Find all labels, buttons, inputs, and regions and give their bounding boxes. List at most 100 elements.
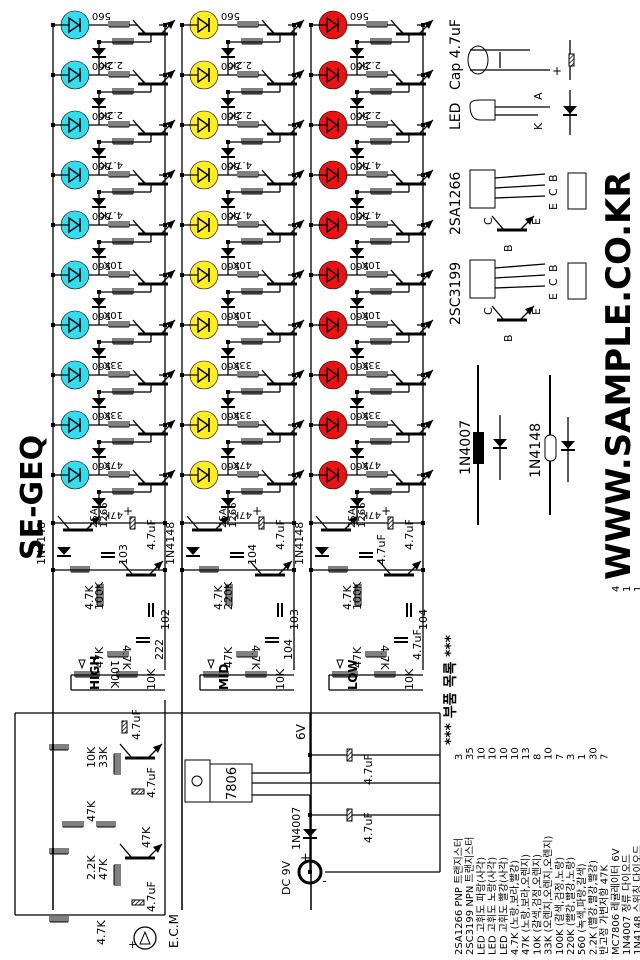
part-quantity: 10 bbox=[544, 747, 555, 760]
capacitor bbox=[230, 552, 244, 558]
ladder-resistor-label: 33K bbox=[232, 409, 252, 420]
transistor-collector bbox=[132, 69, 146, 85]
transistor-collector bbox=[390, 219, 404, 235]
ladder-resistor-label: 2.2K bbox=[100, 59, 123, 70]
cap-label: 4.7uF bbox=[130, 709, 143, 740]
part-quantity: 10 bbox=[476, 747, 487, 760]
plus-sign: + bbox=[381, 504, 391, 518]
led-icon bbox=[318, 210, 348, 240]
part-name: LED 고휘도 빨강(사각) bbox=[498, 857, 510, 955]
transistor-icon bbox=[261, 269, 305, 286]
transistor-icon bbox=[120, 560, 164, 577]
pin-label: C bbox=[547, 188, 560, 196]
ladder-resistor-label: 10K bbox=[103, 309, 123, 320]
transistor-icon bbox=[261, 419, 305, 436]
emitter-arrow bbox=[295, 220, 304, 229]
resistor bbox=[237, 121, 259, 128]
led-ref-body bbox=[469, 99, 496, 121]
resistor bbox=[112, 88, 134, 95]
resistor bbox=[49, 744, 69, 751]
resistor bbox=[112, 138, 134, 145]
cap-plate bbox=[258, 516, 265, 530]
resistor bbox=[70, 566, 90, 573]
led-icon bbox=[189, 10, 219, 40]
diode-triangle bbox=[92, 448, 106, 456]
pnp-label: 1266 bbox=[357, 503, 368, 528]
ladder-resistor-label: 10K bbox=[361, 309, 381, 320]
cap-plate bbox=[131, 899, 145, 906]
transistor-collector bbox=[390, 169, 404, 185]
pot-label: 47K bbox=[222, 646, 235, 668]
led-resistor-label: 560 bbox=[350, 160, 369, 171]
resistor bbox=[241, 38, 263, 45]
emitter-arrow bbox=[166, 120, 175, 129]
led-icon bbox=[60, 60, 90, 90]
emitter-arrow bbox=[295, 320, 304, 329]
transistor-icon bbox=[132, 469, 176, 486]
diode-icon bbox=[92, 98, 106, 108]
resistor bbox=[107, 651, 129, 658]
cap-label: 4.7uF bbox=[375, 534, 388, 565]
led-resistor-label: 560 bbox=[221, 460, 240, 471]
microphone-glyph bbox=[139, 930, 151, 945]
transistor-ref-body bbox=[469, 169, 496, 209]
transistor-collector bbox=[390, 269, 404, 285]
ladder-resistor-label: 2.2K bbox=[229, 59, 252, 70]
led-resistor-label: 560 bbox=[350, 360, 369, 371]
emitter-arrow bbox=[412, 561, 421, 570]
diode-icon bbox=[303, 829, 317, 839]
diode-icon bbox=[561, 441, 575, 451]
transistor-collector bbox=[261, 69, 275, 85]
led-icon bbox=[189, 60, 219, 90]
resistor bbox=[370, 188, 392, 195]
part-name: 10K (갈색,검정,오렌지) bbox=[530, 854, 543, 955]
diode-label: 1N4148 bbox=[164, 522, 177, 565]
diode-triangle bbox=[350, 298, 364, 306]
capacitor bbox=[136, 637, 150, 643]
resistor bbox=[370, 38, 392, 45]
diode-triangle bbox=[221, 198, 235, 206]
part-quantity: 10 bbox=[499, 747, 510, 760]
pin-label: C bbox=[482, 217, 495, 225]
minus-sign: - bbox=[322, 874, 327, 889]
diode-icon bbox=[221, 448, 235, 458]
transistor-icon bbox=[390, 219, 434, 236]
diode-label: 1N4148 bbox=[293, 522, 306, 565]
regulator-hole bbox=[191, 775, 203, 787]
diode-icon bbox=[350, 448, 364, 458]
diode-1n4148-ref: 1N4148 bbox=[528, 375, 575, 515]
resistor bbox=[112, 288, 134, 295]
diode-triangle bbox=[221, 98, 235, 106]
led-icon bbox=[318, 360, 348, 390]
part-quantity: 3 bbox=[566, 754, 577, 760]
emitter-arrow bbox=[220, 516, 229, 525]
regulator-label: 7806 bbox=[225, 767, 240, 800]
pot-label: 47K bbox=[351, 646, 364, 668]
cap-ref-body bbox=[467, 45, 489, 75]
parts-list-header: *** 부품 목록 *** bbox=[443, 634, 459, 745]
pnp-label: 1266 bbox=[99, 503, 110, 528]
resistor-label: 10K bbox=[274, 668, 287, 690]
parts-list-item: LED 고휘도 빨강(사각) 10 bbox=[498, 747, 510, 955]
part-name: 560 (녹색,파랑,갈색) bbox=[575, 863, 588, 955]
transistor-pin bbox=[494, 173, 546, 179]
emitter-arrow bbox=[283, 561, 292, 570]
led-resistor-label: 560 bbox=[92, 360, 111, 371]
diode-triangle bbox=[92, 248, 106, 256]
transistor-pin bbox=[494, 285, 546, 289]
electrolytic-capacitor bbox=[346, 748, 353, 762]
cap-label: 104 bbox=[246, 544, 259, 565]
parts-list-item: LED 고휘도 파랑(사각)10 bbox=[475, 747, 487, 955]
led-icon bbox=[189, 460, 219, 490]
ladder-resistor-label: 2.2K bbox=[358, 59, 381, 70]
resistor bbox=[237, 21, 259, 28]
electrolytic-capacitor bbox=[121, 720, 128, 734]
junction-dot bbox=[308, 870, 312, 874]
emitter-arrow bbox=[424, 120, 433, 129]
led-resistor-label: 560 bbox=[92, 310, 111, 321]
resistor bbox=[112, 438, 134, 445]
resistor bbox=[237, 171, 259, 178]
cap-label: 222 bbox=[153, 639, 166, 660]
